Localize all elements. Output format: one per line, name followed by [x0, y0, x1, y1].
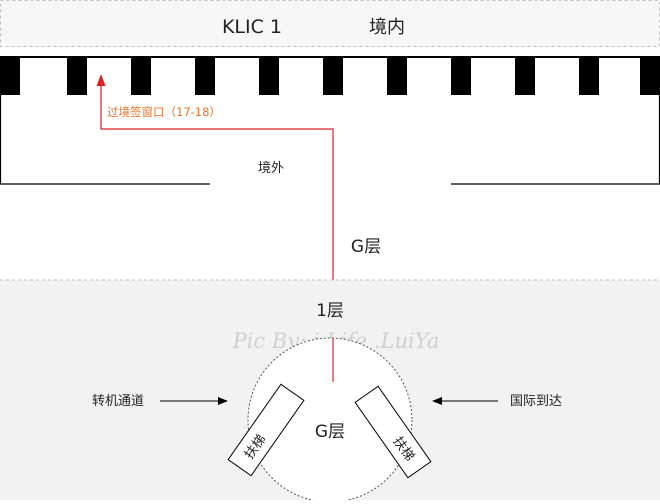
counter-window	[579, 57, 599, 95]
route-label: 过境签窗口（17-18）	[107, 105, 221, 119]
counter-window	[259, 57, 279, 95]
left-entry-arrow-head	[218, 397, 228, 405]
header-zone: 境内	[369, 17, 405, 38]
counter-window	[195, 57, 215, 95]
left-entry-label: 转机通道	[92, 394, 144, 409]
counter-window	[515, 57, 535, 95]
counter-window	[0, 57, 20, 95]
lower-floor-label: 1层	[316, 301, 344, 321]
right-entry-label: 国际到达	[510, 394, 562, 409]
counter-window	[387, 57, 407, 95]
upper-floor-label: G层	[351, 237, 381, 257]
counter-window	[640, 57, 660, 95]
header-title: KLIC 1	[222, 16, 282, 38]
counter-window	[131, 57, 151, 95]
room-wall-left	[0, 95, 210, 185]
counter-window	[323, 57, 343, 95]
route-line	[100, 84, 334, 378]
counter-window	[451, 57, 471, 95]
header-band	[0, 0, 660, 47]
counter-windows	[0, 57, 660, 95]
escalator-right: 扶梯	[354, 385, 432, 479]
outside-label: 境外	[258, 161, 284, 176]
route-arrow-head	[96, 74, 106, 86]
circle-floor-label: G层	[315, 422, 345, 442]
right-entry-arrow-head	[432, 397, 442, 405]
counter-window	[67, 57, 87, 95]
room-wall-right	[451, 95, 660, 185]
